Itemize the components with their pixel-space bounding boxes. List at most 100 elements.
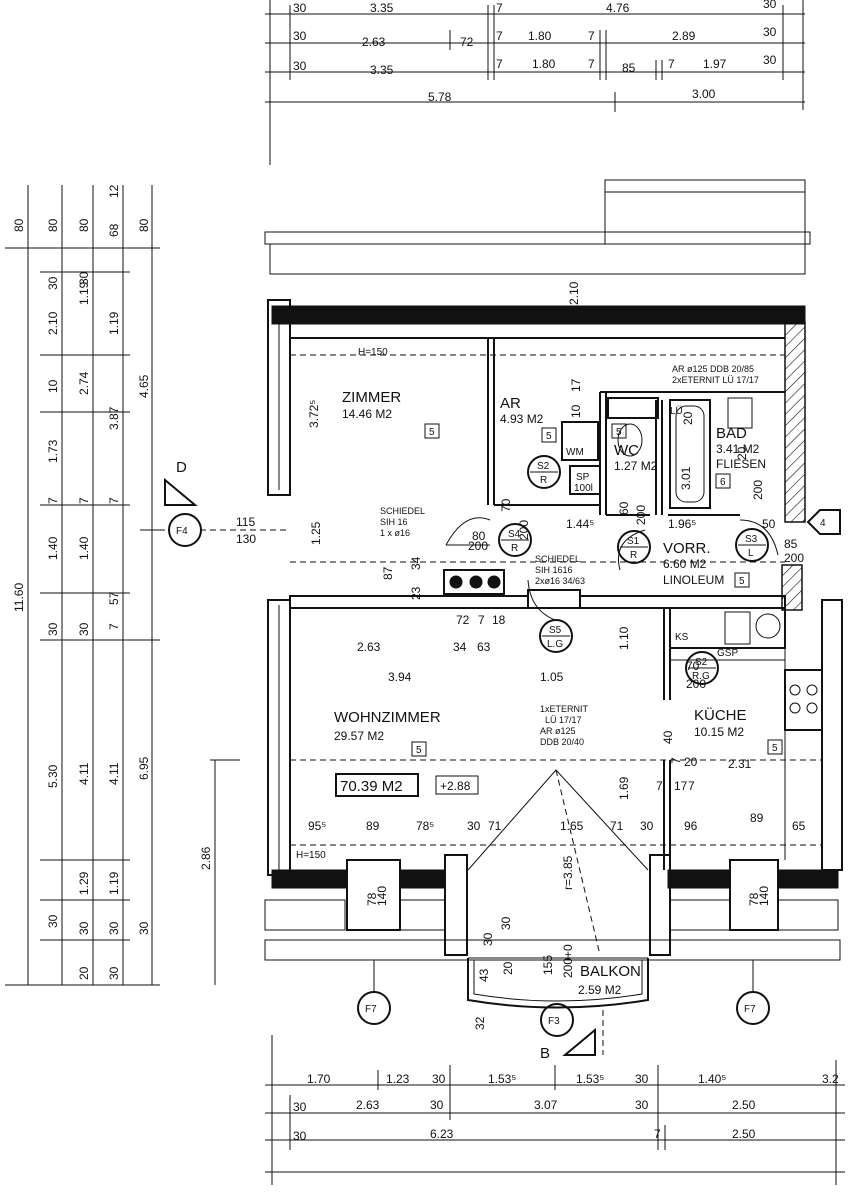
inner-dim-label: 71: [610, 819, 624, 833]
inner-dim-label: 2.10: [567, 281, 581, 305]
svg-text:S5: S5: [549, 625, 562, 636]
schiedel1-line2: SIH 16: [380, 517, 408, 527]
svg-text:L.G: L.G: [547, 639, 563, 650]
dim-left-2-5: 1.40: [77, 536, 91, 560]
inner-dim-label: r=3.85: [561, 855, 575, 890]
inner-dim-label: 130: [236, 532, 256, 546]
dim-top-1-1: 30: [293, 1, 307, 15]
total-level: +2.88: [440, 779, 471, 793]
inner-dim-label: 200+0: [561, 944, 575, 978]
room-balkon-name: BALKON: [580, 963, 641, 980]
dim-top-1-5: 30: [763, 0, 777, 11]
inner-dim-label: 200: [686, 677, 706, 691]
dim-top-3-1: 30: [293, 59, 307, 73]
dim-top-2-1: 30: [293, 29, 307, 43]
inner-dim-label: 30: [640, 819, 654, 833]
dim-top-3-4: 1.80: [532, 57, 556, 71]
dim-top-1-3: 7: [496, 1, 503, 15]
dim-left-1-9: 5.30: [46, 764, 60, 788]
inner-dim-label: 200: [468, 539, 488, 553]
dim-top-2-6: 7: [588, 29, 595, 43]
door-swings: [445, 517, 779, 621]
dim-top-2-2: 2.63: [362, 35, 386, 49]
dim-left-1-7: 1.40: [46, 536, 60, 560]
dimensions-bottom: 1.70 1.23 30 1.53⁵ 1.53⁵ 30 1.40⁵ 3.2 30…: [265, 1035, 845, 1185]
facade-f4: F4: [176, 526, 188, 537]
dim-left-2-7: 4.11: [77, 762, 91, 785]
dim-left-3-1: 80: [77, 218, 91, 232]
ar-note-mid-2: LÜ 17/17: [545, 715, 582, 725]
notes: SCHIEDEL SIH 16 1 x ø16 SCHIEDEL SIH 161…: [380, 364, 759, 747]
inner-dim-label: 200: [751, 480, 765, 500]
inner-dim-label: 95⁵: [308, 819, 326, 833]
inner-dim-label: 78: [747, 892, 761, 906]
label-sp: SP: [576, 472, 590, 483]
dim-bot-1-1: 1.70: [307, 1072, 331, 1086]
inner-dim-label: 34: [453, 640, 467, 654]
inner-dim-label: 80: [472, 529, 486, 543]
facade-f3: F3: [548, 1016, 560, 1027]
dim-left-4-3: 12: [107, 184, 121, 198]
dim-left-2-9: 30: [77, 921, 91, 935]
inner-dim-label: 20: [501, 961, 515, 975]
inner-dim-label: 71: [488, 819, 502, 833]
inner-dim-label: 7: [656, 779, 663, 793]
inner-dim-label: 2.31: [728, 757, 752, 771]
inner-dim-label: 1.65: [560, 819, 584, 833]
room-zimmer-code: 5: [429, 427, 435, 438]
facade-f7-right: F7: [744, 1004, 756, 1015]
dim-top-2-4: 7: [496, 29, 503, 43]
svg-text:R: R: [511, 543, 518, 554]
dim-top-2-5: 1.80: [528, 29, 552, 43]
inner-dim-label: 85: [784, 537, 798, 551]
dim-top-1-2: 3.35: [370, 1, 394, 15]
height-top: H=150: [358, 347, 388, 358]
symbol-s4: S4 R: [498, 523, 532, 557]
dim-bot-1-3: 30: [432, 1072, 446, 1086]
dim-left-3-5: 57: [107, 591, 121, 605]
svg-text:S4: S4: [508, 529, 521, 540]
svg-text:S2: S2: [695, 657, 708, 668]
dim-bot-3-4: 2.50: [732, 1127, 756, 1141]
inner-dim-label: 96: [684, 819, 698, 833]
dim-left-1-8: 30: [46, 622, 60, 636]
ar-note-mid-4: DDB 20/40: [540, 737, 584, 747]
dim-top-3-9: 30: [763, 53, 777, 67]
inner-dim-label: 89: [750, 811, 764, 825]
inner-dim-label: 17: [674, 779, 688, 793]
dim-left-1-1: 80: [12, 218, 26, 232]
schiedel2-line2: SIH 1616: [535, 565, 573, 575]
dim-bot-1-7: 1.40⁵: [698, 1072, 726, 1086]
dim-left-2-4: 7: [77, 497, 91, 504]
dim-bot-2-2: 2.63: [356, 1098, 380, 1112]
dim-left-2-6: 30: [77, 622, 91, 636]
inner-dim-label: 20: [681, 411, 695, 425]
dim-left-1-3: 2.10: [46, 311, 60, 335]
dim-left-3-7: 4.11: [107, 762, 121, 785]
room-balkon-area: 2.59 M2: [578, 983, 622, 997]
dim-bot-2-6: 2.50: [732, 1098, 756, 1112]
room-bad-name: BAD: [716, 425, 747, 442]
dim-top-2-8: 30: [763, 25, 777, 39]
inner-dim-label: 155: [541, 955, 555, 975]
label-sp-val: 100l: [574, 483, 593, 494]
inner-dim-label: 60: [617, 501, 631, 515]
inner-dim-label: 70: [686, 659, 700, 673]
room-labels: ZIMMER 14.46 M2 5 AR 4.93 M2 5 WC 1.27 M…: [296, 347, 783, 997]
dim-bot-1-8: 3.2: [822, 1072, 839, 1086]
inner-dim-label: 89: [366, 819, 380, 833]
inner-dim-label: 2.63: [357, 640, 381, 654]
inner-dim-label: 30: [467, 819, 481, 833]
dim-bot-2-4: 3.07: [534, 1098, 558, 1112]
room-ar-area: 4.93 M2: [500, 412, 544, 426]
dim-bot-2-3: 30: [430, 1098, 444, 1112]
dim-top-3-8: 1.97: [703, 57, 727, 71]
schiedel2-line1: SCHIEDEL: [535, 554, 580, 564]
inner-dim-label: 1.69: [617, 776, 631, 800]
dim-bot-3-1: 30: [293, 1129, 307, 1143]
entry-marker: 4: [820, 518, 826, 529]
dim-left-1-11: 20: [77, 966, 91, 980]
inner-dim-label: 3.94: [388, 670, 412, 684]
